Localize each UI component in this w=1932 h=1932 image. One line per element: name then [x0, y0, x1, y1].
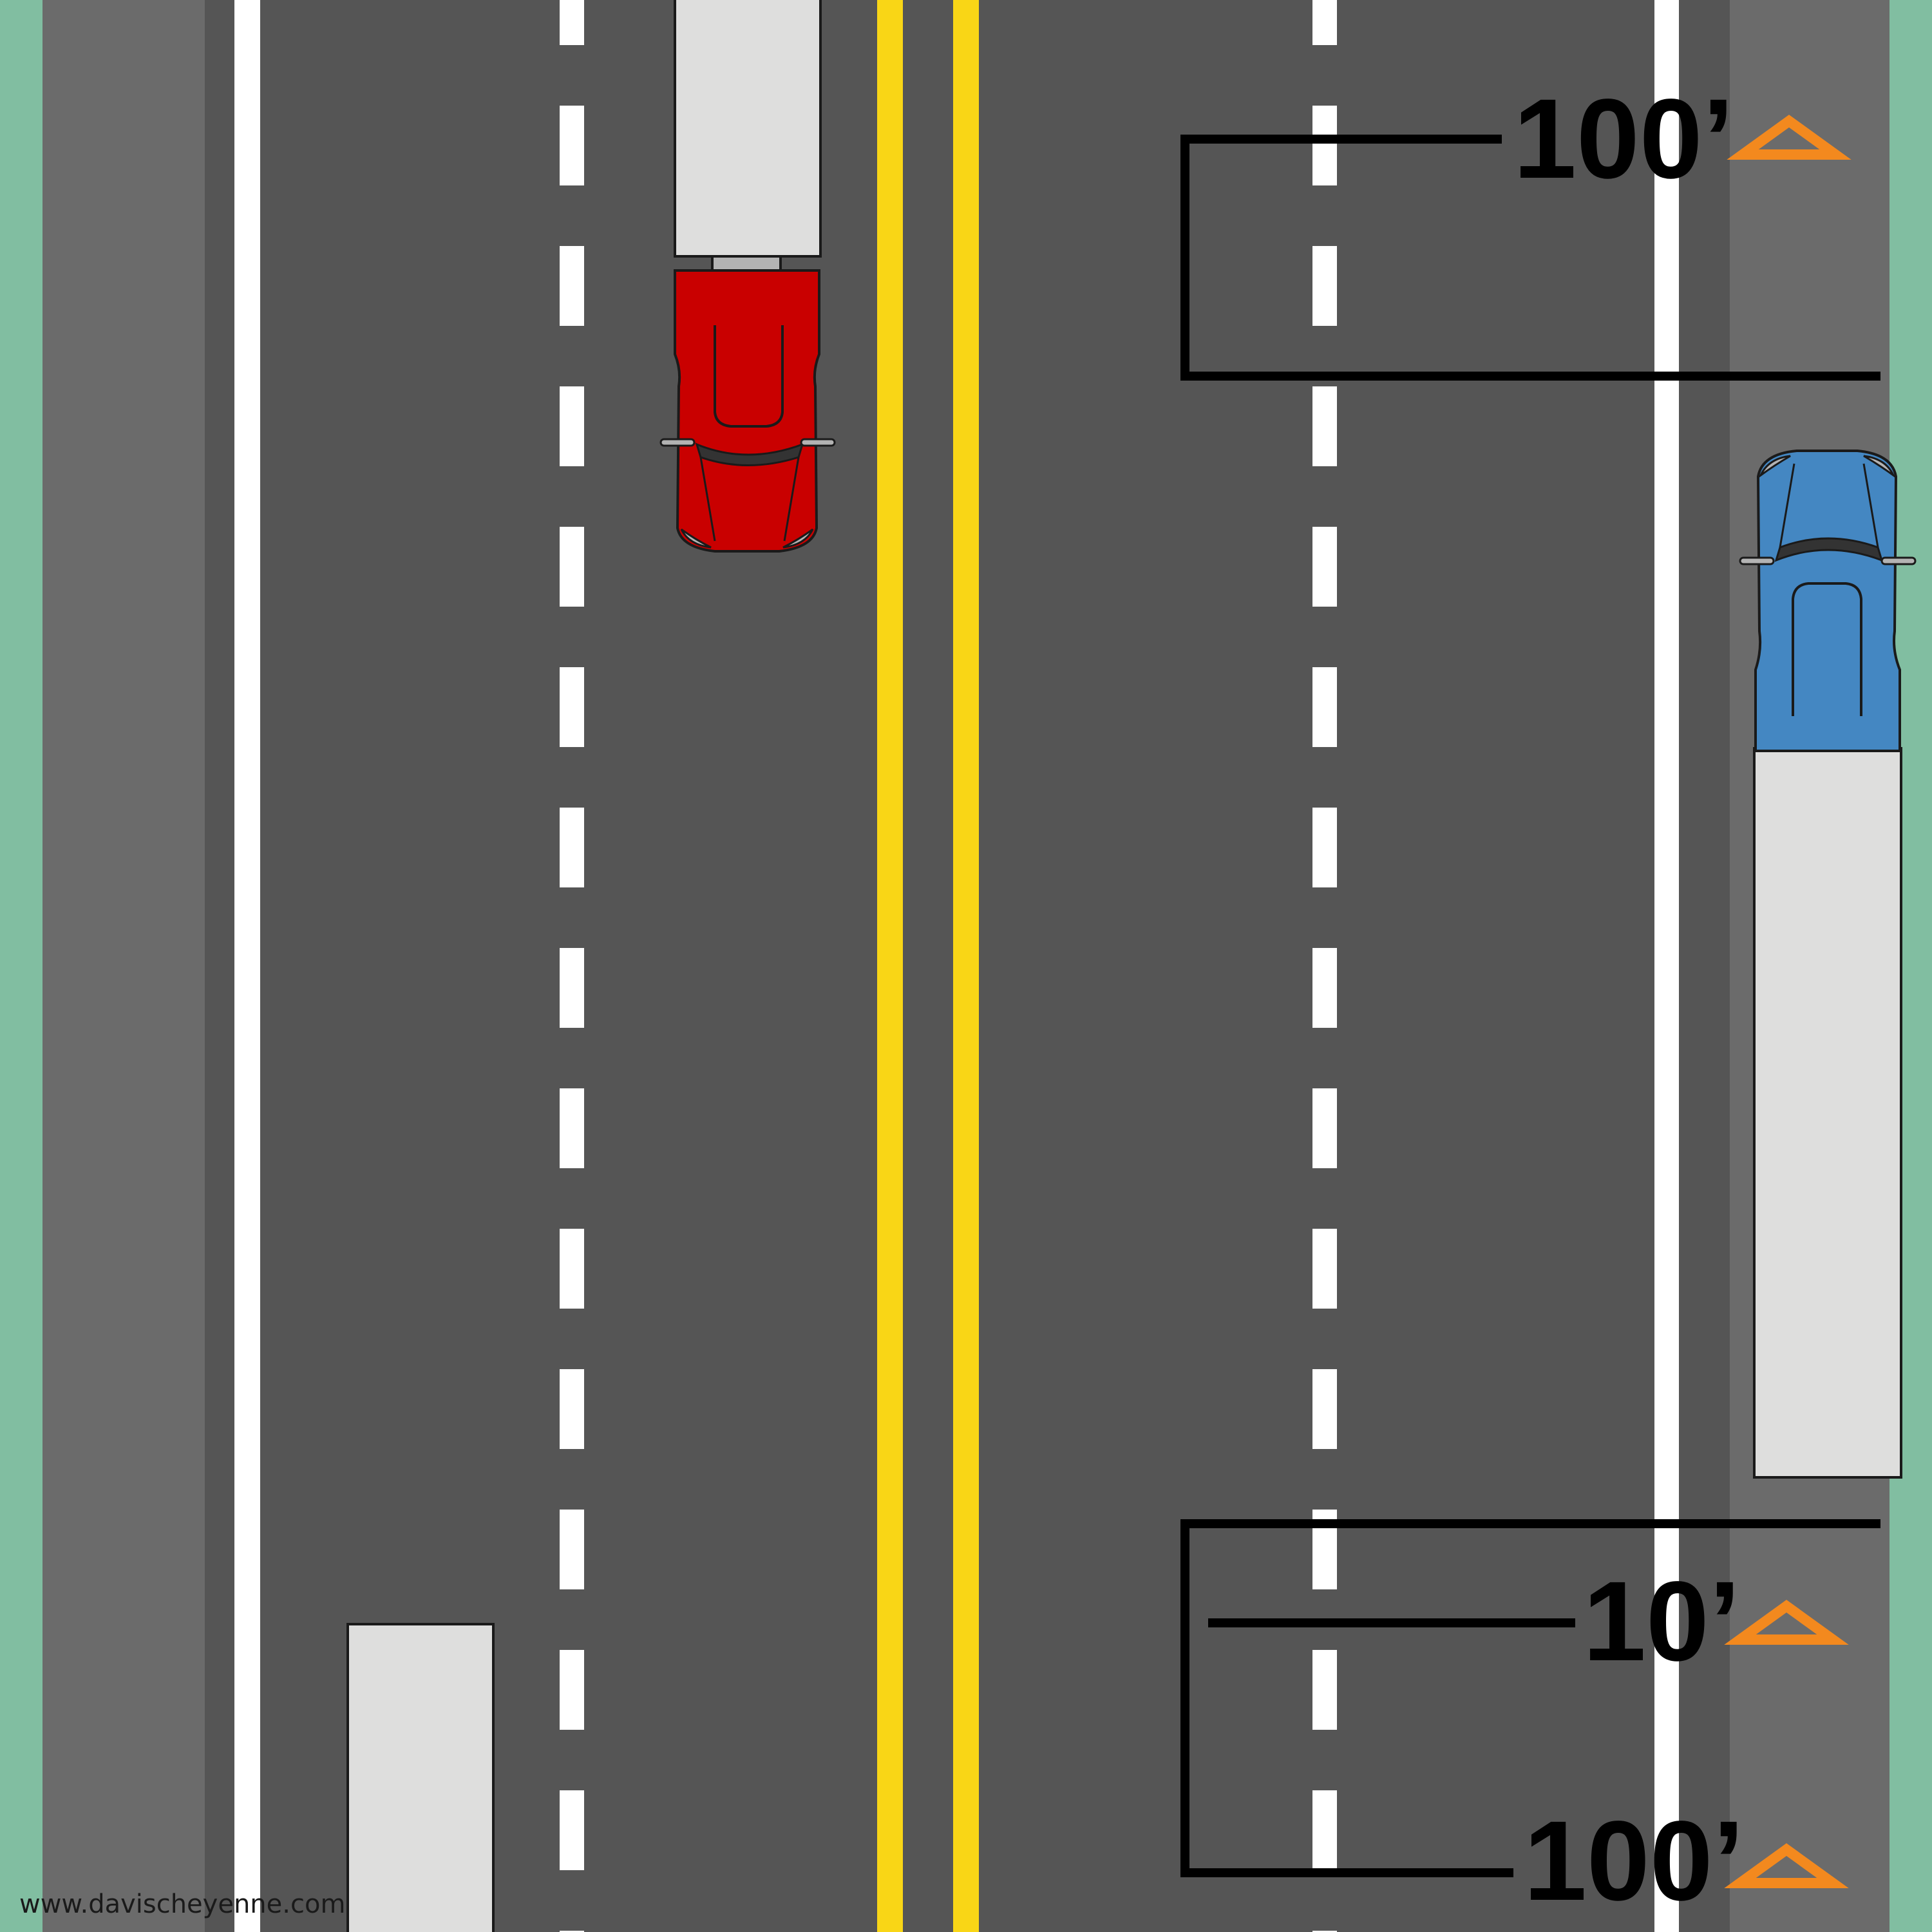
website-credit: www.davischeyenne.com	[19, 1889, 345, 1919]
lane-dash	[560, 808, 584, 887]
mirror-left-stopped	[1739, 556, 1775, 565]
center-line-yellow-right	[953, 0, 979, 1932]
lane-dash	[560, 1790, 584, 1870]
lane-dash	[1312, 1369, 1337, 1449]
lane-dash	[560, 0, 584, 45]
headlight-right-stopped	[1863, 455, 1896, 478]
mirror-left-northbound	[659, 438, 696, 447]
truck-roof-lines-northbound	[699, 457, 800, 542]
truck-cab-stopped	[1754, 450, 1901, 752]
lane-dash	[1312, 1790, 1337, 1870]
lane-dash	[560, 246, 584, 326]
lane-dash	[1312, 667, 1337, 747]
truck-hood-stopped	[1792, 582, 1862, 716]
truck-windshield-northbound	[695, 442, 804, 466]
lane-dash	[560, 1369, 584, 1449]
mirror-right-stopped	[1880, 556, 1917, 565]
lane-dash	[1312, 1931, 1337, 1932]
truck-hood-northbound	[714, 325, 784, 428]
lane-dash	[1312, 1229, 1337, 1309]
trailer-bottom-left	[346, 1623, 495, 1932]
lane-dash	[560, 667, 584, 747]
lane-divider-dashed-left	[560, 0, 584, 1932]
lane-dash	[560, 106, 584, 185]
lane-dash	[1312, 948, 1337, 1028]
lane-dash	[560, 1931, 584, 1932]
dimension-bracket-upper	[1180, 135, 1880, 381]
headlight-left-stopped	[1758, 455, 1791, 478]
center-line-yellow-left	[877, 0, 903, 1932]
edge-line-left	[234, 0, 260, 1932]
trailer-northbound	[674, 0, 822, 258]
warning-triangle-top-icon	[1727, 115, 1852, 160]
lane-dash	[1312, 0, 1337, 45]
lane-dash	[560, 948, 584, 1028]
warning-triangle-icon	[1724, 115, 1852, 1888]
lane-dash	[560, 1650, 584, 1730]
headlight-right-northbound	[782, 528, 814, 549]
truck-roof-lines-stopped	[1779, 463, 1879, 548]
warning-triangle-middle-icon	[1724, 1600, 1849, 1645]
lane-dash	[560, 1229, 584, 1309]
semi-truck-stopped-on-shoulder	[1739, 450, 1917, 1479]
distance-label-bottom: 100’	[1524, 1798, 1745, 1924]
lane-dash	[560, 1088, 584, 1168]
shoulder-left	[43, 0, 205, 1932]
distance-label-middle: 10’	[1583, 1558, 1741, 1685]
lane-dash	[1312, 106, 1337, 185]
edge-line-right	[1654, 0, 1679, 1932]
lane-dash	[560, 527, 584, 607]
dimension-bracket-lower	[1180, 1519, 1880, 1877]
distance-label-top: 100’	[1513, 76, 1734, 202]
lane-dash	[560, 386, 584, 466]
warning-triangle-bottom-icon	[1724, 1843, 1849, 1888]
lane-dash	[1312, 808, 1337, 887]
mirror-right-northbound	[800, 438, 836, 447]
bracket-upper-path	[1180, 135, 1880, 381]
lane-dash	[1312, 386, 1337, 466]
truck-cab-northbound	[674, 269, 820, 553]
trailer-stopped	[1753, 747, 1902, 1479]
headlight-left-northbound	[680, 528, 712, 549]
truck-windshield-stopped	[1774, 537, 1884, 562]
grass-left	[0, 0, 43, 1932]
bracket-lower-path	[1180, 1519, 1880, 1877]
lane-dash	[1312, 527, 1337, 607]
semi-truck-northbound	[659, 0, 836, 553]
lane-dash	[560, 1510, 584, 1589]
lane-dash	[1312, 1088, 1337, 1168]
lane-dash	[1312, 246, 1337, 326]
lane-dash	[1312, 1650, 1337, 1730]
